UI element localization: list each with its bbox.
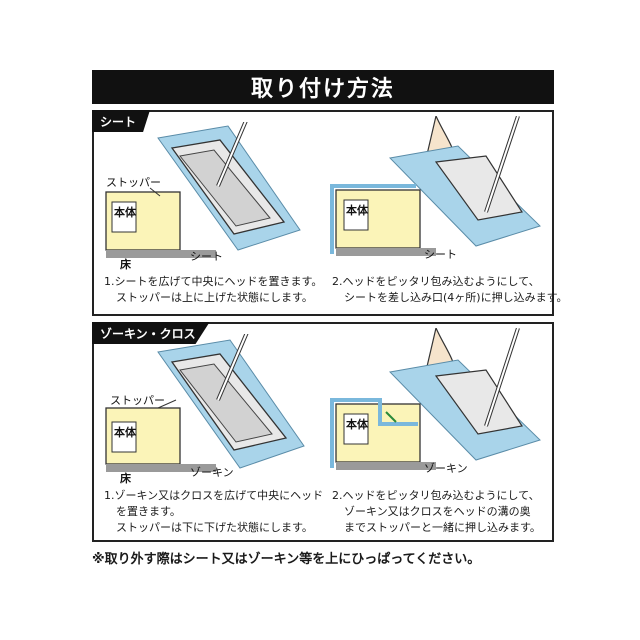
illustration-sheet-step1: 本体 ストッパー 床 シート [98, 122, 318, 270]
step-1-text: 1.ゾーキン又はクロスを広げて中央にヘッド を置きます。 ストッパーは下に下げた… [104, 488, 323, 536]
illustration-sheet-step2: 本体 シート [326, 116, 550, 270]
section-cloth: ゾーキン・クロス 本体 ストッパー 床 ゾーキン 本体 ゾーキン 1.ゾーキン又… [92, 322, 554, 542]
label-zokin-1: ゾーキン [190, 466, 234, 479]
footnote: ※取り外す際はシート又はゾーキン等を上にひっぱってください。 [92, 548, 480, 567]
label-body-1: 本体 [114, 205, 137, 219]
label-body-2: 本体 [346, 203, 369, 217]
section-sheet: シート 本体 ストッパー 床 シート 本体 シート 1.シートを広げて中央にヘッ… [92, 110, 554, 316]
label-floor-3: 床 [120, 471, 132, 484]
label-floor-1: 床 [120, 257, 132, 270]
label-sheet-1: シート [190, 250, 223, 263]
label-body-4: 本体 [346, 417, 369, 431]
label-stopper: ストッパー [106, 176, 161, 189]
label-body-3: 本体 [114, 425, 137, 439]
label-stopper-2: ストッパー [110, 394, 165, 407]
illustration-cloth-step1: 本体 ストッパー 床 ゾーキン [98, 334, 318, 484]
step-1-text: 1.シートを広げて中央にヘッドを置きます。 ストッパーは上に上げた状態にします。 [104, 274, 322, 306]
step-2-text: 2.ヘッドをピッタリ包み込むようにして、 ゾーキン又はクロスをヘッドの溝の奥 ま… [332, 488, 541, 536]
illustration-cloth-step2: 本体 ゾーキン [326, 328, 550, 484]
label-sheet-2: シート [424, 248, 457, 261]
step-2-text: 2.ヘッドをピッタリ包み込むようにして、 シートを差し込み口(4ヶ所)に押し込み… [332, 274, 567, 306]
label-zokin-2: ゾーキン [424, 462, 468, 475]
page-title: 取り付け方法 [92, 70, 554, 104]
